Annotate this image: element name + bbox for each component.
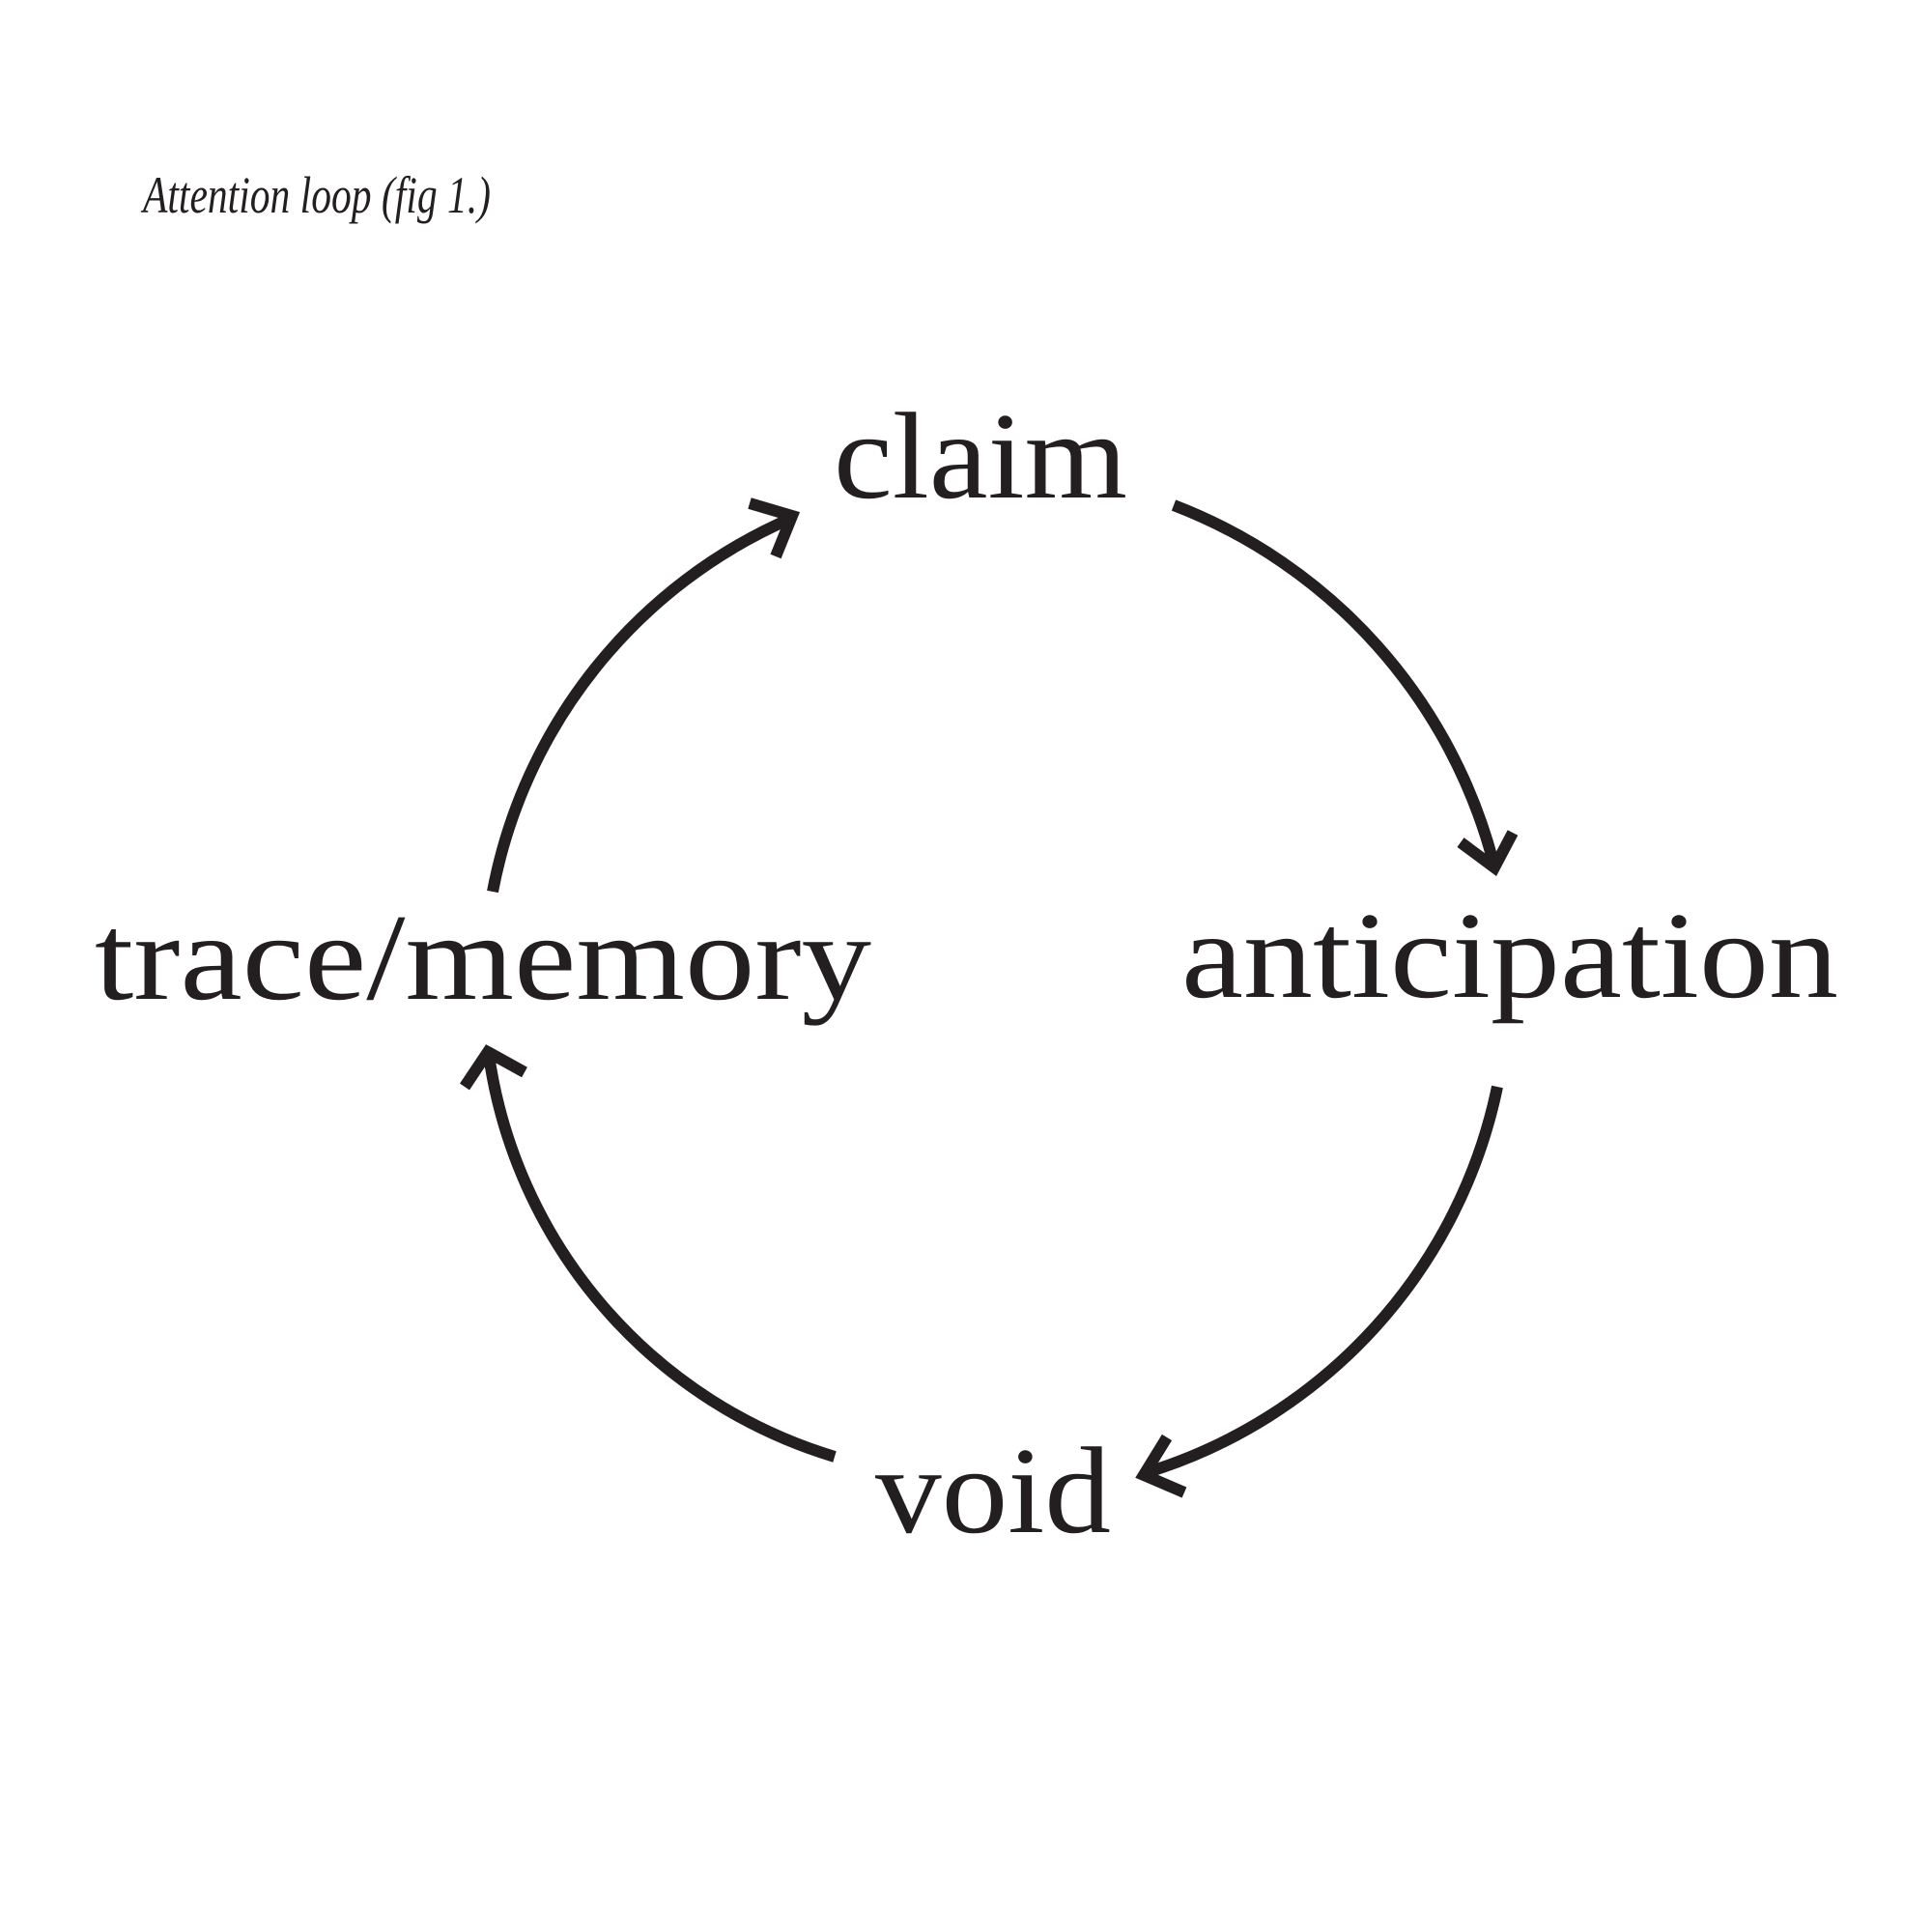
edge-trace-memory-to-claim: [487, 497, 801, 894]
arrow-arc: [1146, 1085, 1503, 1478]
node-void: void: [875, 1422, 1111, 1559]
arrowhead-icon: [1457, 830, 1519, 876]
arrowhead-icon: [748, 497, 801, 559]
arrowhead-icon: [1135, 1434, 1187, 1498]
edge-void-to-trace-memory: [460, 1044, 837, 1463]
figure-title: Attention loop (fig 1.): [141, 166, 491, 224]
node-trace-memory: trace/memory: [95, 889, 871, 1026]
arrow-arc: [1171, 499, 1499, 865]
arrow-arc: [483, 1054, 837, 1463]
arrow-arc: [487, 513, 793, 894]
arrowhead-icon: [460, 1044, 527, 1091]
edge-anticipation-to-void: [1135, 1085, 1503, 1498]
edge-claim-to-anticipation: [1171, 499, 1519, 876]
node-claim: claim: [834, 387, 1127, 525]
node-anticipation: anticipation: [1181, 887, 1838, 1024]
